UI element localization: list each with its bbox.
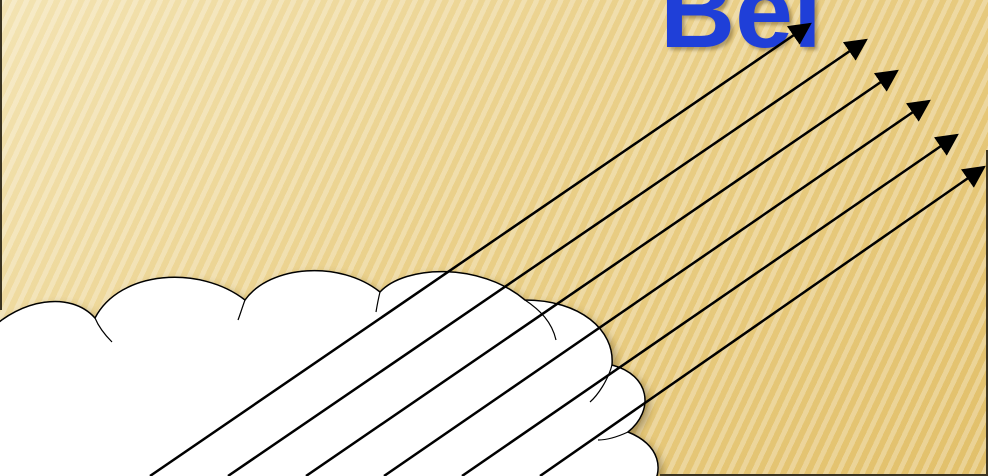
diagram-canvas [0,0,988,476]
slide: Bel [0,0,988,476]
